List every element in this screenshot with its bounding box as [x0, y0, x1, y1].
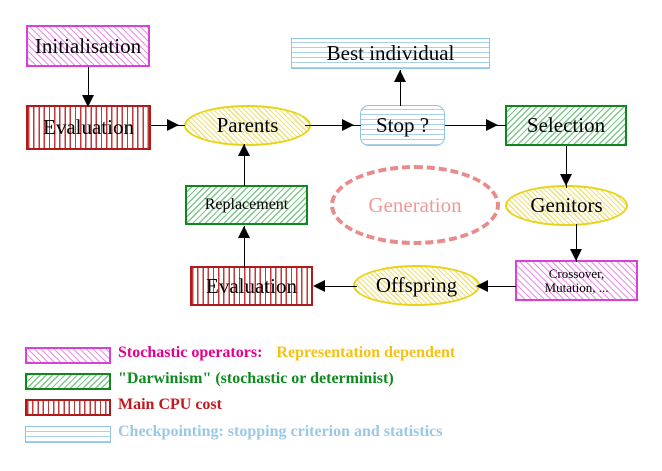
legend: Stochastic operators: Representation depe…: [0, 340, 662, 450]
node-parents[interactable]: Parents: [184, 105, 311, 146]
node-generation: Generation: [330, 165, 500, 245]
node-offspring[interactable]: Offspring: [353, 265, 480, 306]
edge-stop-to-best-individual: [400, 70, 402, 106]
edge-replacement-to-parents: [244, 144, 246, 186]
node-generation-label: Generation: [368, 192, 462, 217]
arrowhead-offspring-to-evaluation: [313, 280, 325, 292]
legend-row: Checkpointing: stopping criterion and st…: [0, 423, 662, 452]
arrowhead-stop-to-best-individual: [394, 70, 406, 82]
edge-selection-to-genitors: [566, 146, 568, 188]
node-genitors-label: Genitors: [530, 193, 603, 218]
node-stop[interactable]: Stop ?: [360, 105, 445, 146]
node-best-individual[interactable]: Best individual: [291, 38, 490, 69]
node-evaluation-top[interactable]: Evaluation: [26, 105, 151, 150]
arrowhead-evaluation-to-replacement: [238, 226, 250, 238]
edge-crossover-to-offspring: [478, 286, 516, 288]
node-replacement[interactable]: Replacement: [185, 185, 308, 225]
node-evaluation-top-label: Evaluation: [43, 115, 134, 140]
arrowhead-evaluation-to-parents: [167, 119, 179, 131]
arrowhead-replacement-to-parents: [238, 144, 250, 156]
legend-row: Main CPU cost: [0, 396, 662, 425]
node-parents-label: Parents: [216, 113, 279, 138]
node-evaluation-bottom[interactable]: Evaluation: [190, 266, 313, 306]
legend-swatch-checkpointing: [25, 426, 111, 443]
node-offspring-label: Offspring: [375, 273, 458, 298]
arrowhead-stop-to-selection: [486, 119, 498, 131]
arrowhead-initialisation-to-evaluation: [82, 95, 94, 107]
node-selection-label: Selection: [526, 113, 606, 138]
edge-parents-to-stop: [305, 125, 361, 127]
legend-row: Stochastic operators: Representation depe…: [0, 344, 662, 373]
legend-label-stochastic-operators-text: Stochastic operators:: [118, 344, 263, 361]
legend-label-stochastic-operators: Stochastic operators: Representation depe…: [118, 344, 455, 362]
legend-swatch-stochastic-operators: [25, 347, 111, 364]
node-stop-label: Stop ?: [375, 113, 430, 138]
node-genitors[interactable]: Genitors: [505, 185, 628, 226]
legend-label-checkpointing: Checkpointing: stopping criterion and st…: [118, 423, 443, 440]
legend-swatch-darwinism: [25, 373, 111, 390]
legend-label-representation-dependent: Representation dependent: [276, 344, 456, 361]
edge-offspring-to-evaluation: [315, 286, 357, 288]
edge-initialisation-to-evaluation: [88, 67, 90, 99]
edge-stop-to-selection: [445, 125, 506, 127]
legend-label-darwinism: "Darwinism" (stochastic or determinist): [118, 370, 394, 387]
legend-row: "Darwinism" (stochastic or determinist): [0, 370, 662, 399]
node-best-individual-label: Best individual: [326, 41, 455, 66]
node-initialisation-label: Initialisation: [34, 33, 142, 58]
arrowhead-crossover-to-offspring: [476, 280, 488, 292]
node-crossover-mutation-label: Crossover, Mutation, ...: [544, 265, 609, 295]
node-selection[interactable]: Selection: [505, 105, 627, 146]
arrowhead-parents-to-stop: [342, 119, 354, 131]
edge-evaluation-to-replacement: [244, 226, 246, 268]
arrowhead-genitors-to-crossover: [570, 249, 582, 261]
node-replacement-label: Replacement: [204, 195, 289, 213]
edge-genitors-to-crossover: [576, 224, 578, 262]
legend-label-main-cpu-cost: Main CPU cost: [118, 396, 222, 413]
node-crossover-mutation[interactable]: Crossover, Mutation, ...: [515, 260, 638, 301]
node-evaluation-bottom-label: Evaluation: [206, 273, 297, 298]
legend-swatch-main-cpu-cost: [25, 399, 111, 416]
node-initialisation[interactable]: Initialisation: [26, 25, 150, 67]
arrowhead-selection-to-genitors: [560, 174, 572, 186]
